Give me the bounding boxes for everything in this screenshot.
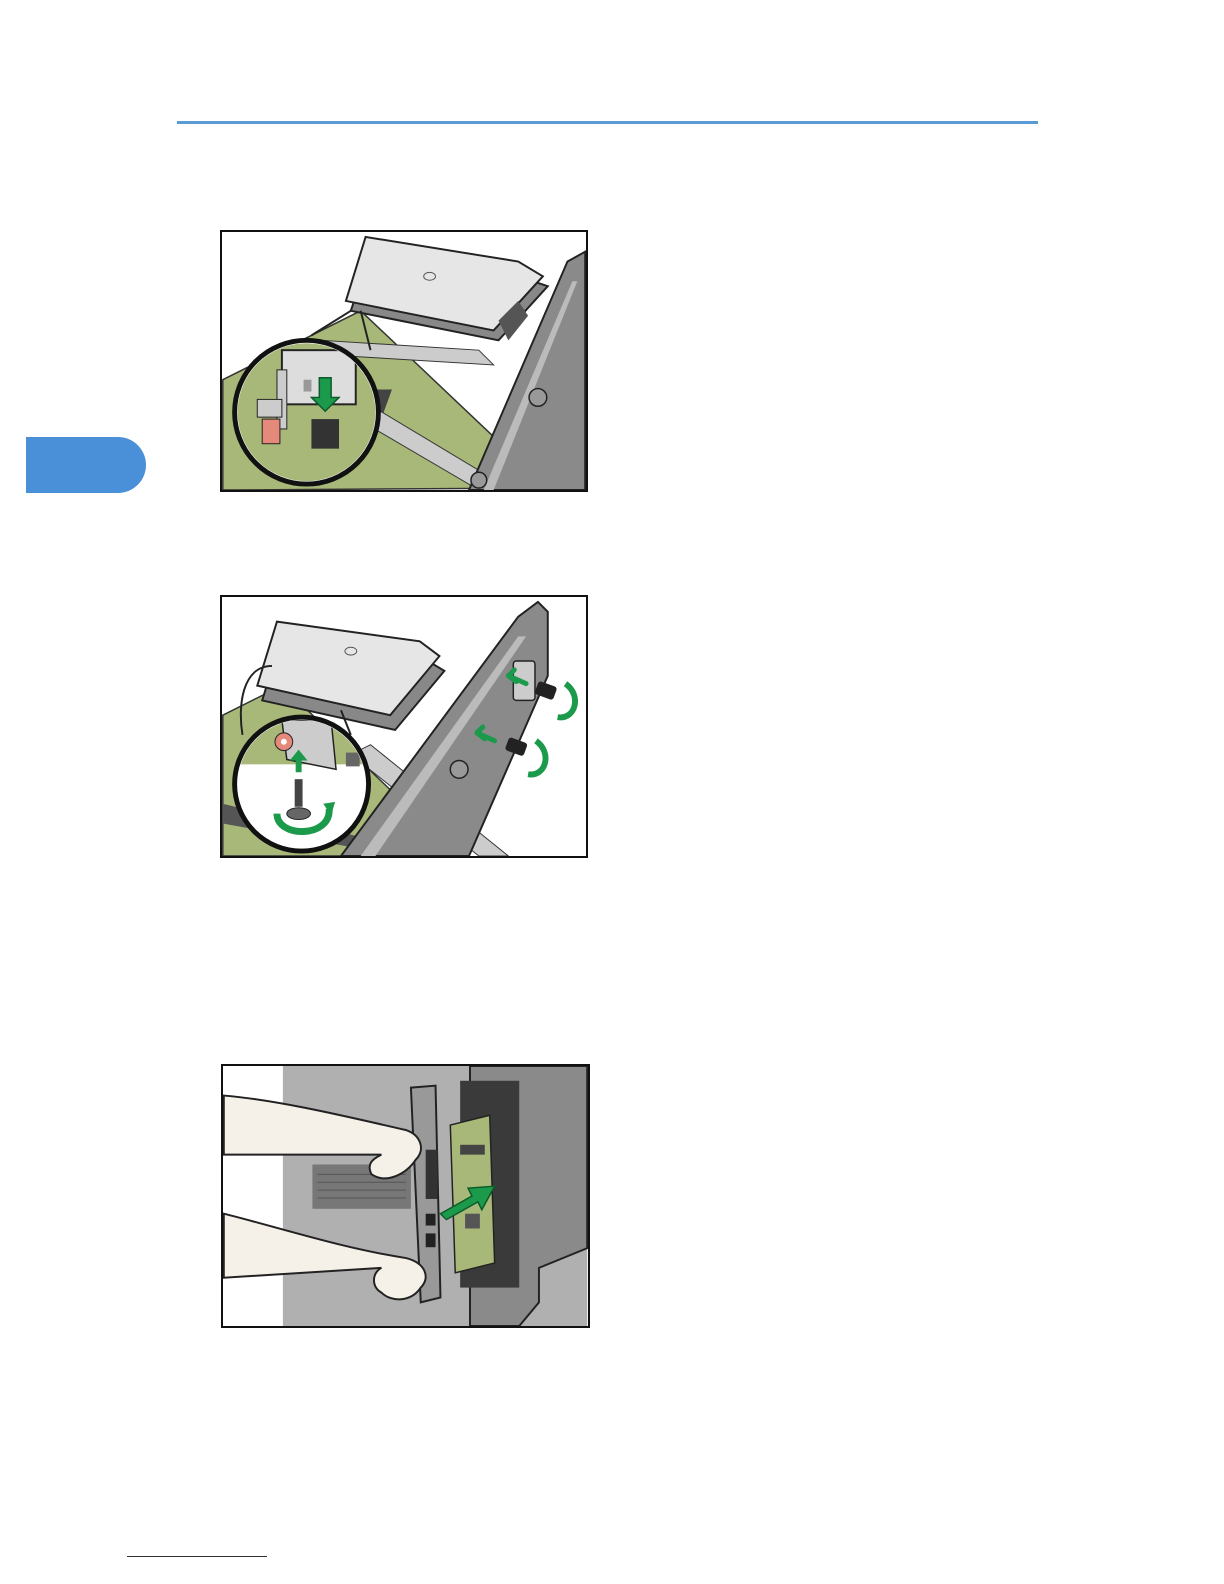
header-rule (177, 121, 1038, 124)
knob-icon (529, 389, 547, 407)
hdd-screw-illustration (222, 597, 586, 856)
figure-hdd-connector (220, 230, 588, 492)
controller-board-illustration (223, 1066, 588, 1326)
hdd-connector-illustration (222, 232, 586, 490)
chapter-tab (26, 437, 146, 493)
figure-hdd-screws (220, 595, 588, 858)
figure-controller-board (221, 1064, 590, 1328)
footnote-rule (127, 1556, 267, 1557)
